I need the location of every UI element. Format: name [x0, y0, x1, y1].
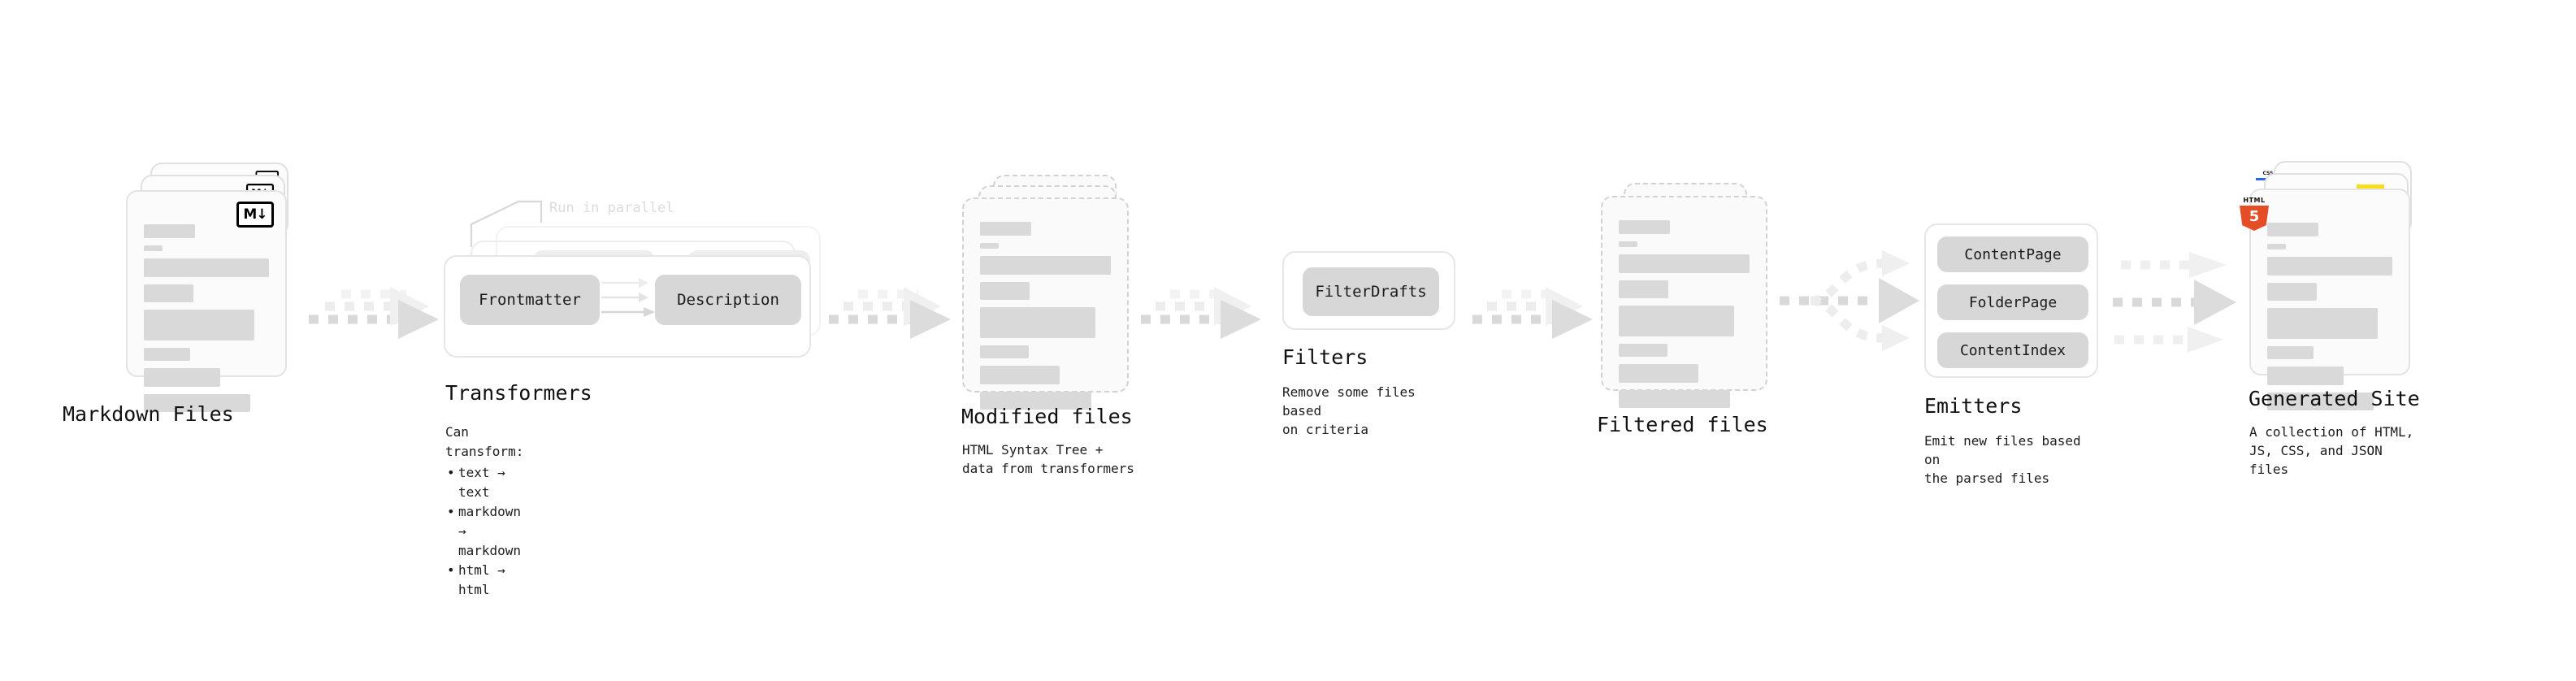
- filter-pill-filterdrafts[interactable]: FilterDrafts: [1303, 267, 1439, 316]
- transformers-bullet: text → text: [458, 463, 523, 502]
- content-bar: [144, 310, 254, 340]
- content-bar: [980, 256, 1111, 275]
- transformers-bullets: text → text markdown → markdown html → h…: [445, 463, 523, 600]
- modified-card-content: [980, 222, 1111, 410]
- markdown-files-title: Markdown Files: [63, 402, 234, 426]
- content-bar: [2267, 244, 2286, 249]
- html5-icon-label: HTML: [2243, 197, 2266, 204]
- filtered-card-front: [1601, 196, 1767, 408]
- html5-icon-shield: 5: [2240, 206, 2269, 231]
- content-bar: [980, 222, 1031, 236]
- filters-subtitle: Remove some files based on criteria: [1282, 384, 1416, 438]
- transformers-bullet: markdown → markdown: [458, 502, 523, 561]
- connector-transformers-to-modified: [829, 287, 951, 339]
- content-bar: [2267, 257, 2392, 275]
- content-bar: [1619, 344, 1667, 357]
- transformer-internal-arrows: [601, 278, 655, 317]
- content-bar: [980, 366, 1060, 384]
- transformers-title: Transformers: [445, 381, 592, 405]
- html5-icon: HTML 5: [2240, 197, 2269, 231]
- content-bar: [980, 243, 999, 249]
- site-card-content: [2267, 223, 2392, 410]
- content-bar: [1619, 280, 1668, 298]
- markdown-card-content: [144, 224, 269, 412]
- generated-site-subtitle: A collection of HTML, JS, CSS, and JSON …: [2249, 424, 2414, 478]
- stage-modified-files: Modified files HTML Syntax Tree + data f…: [961, 175, 1137, 476]
- filtered-card-stack: [1601, 183, 1776, 408]
- content-bar: [144, 284, 193, 302]
- content-bar: [1619, 254, 1750, 273]
- site-card-stack: CSS HTML 5: [2240, 161, 2424, 410]
- emitters-subtitle: Emit new files based on the parsed files: [1924, 433, 2081, 487]
- modified-card-front: [962, 197, 1129, 410]
- filtered-files-title: Filtered files: [1597, 413, 1768, 436]
- emitters-title: Emitters: [1924, 394, 2023, 418]
- content-bar: [144, 348, 190, 361]
- transformers-lead: Can transform:: [445, 424, 524, 459]
- transformers-description: Can transform: text → text markdown → ma…: [445, 423, 523, 600]
- content-bar: [144, 394, 250, 412]
- transformers-bullet: html → html: [458, 561, 523, 600]
- connector-filters-to-filtered: [1472, 287, 1593, 339]
- content-bar: [2267, 346, 2314, 359]
- filtered-card-content: [1619, 220, 1750, 408]
- stage-markdown-files: M↓ M↓ M↓ Markdown Files: [63, 163, 301, 426]
- site-card-front: HTML 5: [2240, 189, 2410, 410]
- emitter-pill-folderpage[interactable]: FolderPage: [1937, 284, 2088, 320]
- connector-markdown-to-transformers: [309, 287, 439, 339]
- content-bar: [144, 258, 269, 277]
- content-bar: [144, 368, 220, 387]
- emitters-frame: ContentPage FolderPage ContentIndex: [1924, 223, 2098, 378]
- content-bar: [2267, 223, 2318, 236]
- content-bar: [1619, 390, 1730, 408]
- markdown-card-front: M↓: [126, 190, 287, 412]
- emitter-pill-contentindex[interactable]: ContentIndex: [1937, 332, 2088, 368]
- connector-emitters-to-site: [2113, 252, 2236, 353]
- markdown-card-stack: M↓ M↓ M↓: [126, 163, 301, 412]
- content-bar: [1619, 241, 1637, 247]
- stage-filtered-files: Filtered files: [1597, 183, 1776, 436]
- run-in-parallel-label: Run in parallel: [549, 200, 674, 216]
- content-bar: [2267, 308, 2378, 339]
- content-bar: [980, 282, 1030, 300]
- transformer-pill-description[interactable]: Description: [655, 275, 801, 325]
- content-bar: [1619, 306, 1734, 336]
- modified-files-subtitle: HTML Syntax Tree + data from transformer…: [962, 442, 1134, 477]
- content-bar: [144, 245, 163, 251]
- content-bar: [980, 345, 1029, 358]
- markdown-icon: M↓: [236, 202, 274, 228]
- stage-generated-site: CSS HTML 5: [2240, 161, 2424, 477]
- stage-filters: FilterDrafts Filters Remove some files b…: [1282, 251, 1455, 437]
- content-bar: [2267, 393, 2374, 410]
- content-bar: [980, 392, 1091, 410]
- content-bar: [1619, 364, 1699, 383]
- connector-filtered-to-emitters: [1780, 250, 1919, 351]
- connector-modified-to-filters: [1141, 287, 1261, 339]
- run-in-parallel-bracket: [470, 200, 543, 247]
- content-bar: [2267, 283, 2317, 301]
- stage-emitters: ContentPage FolderPage ContentIndex Emit…: [1924, 223, 2098, 486]
- emitter-pill-contentpage[interactable]: ContentPage: [1937, 236, 2088, 272]
- modified-files-title: Modified files: [961, 405, 1133, 428]
- generated-site-title: Generated Site: [2249, 387, 2420, 410]
- content-bar: [144, 224, 195, 238]
- modified-card-stack: [962, 175, 1137, 410]
- filters-frame: FilterDrafts: [1282, 251, 1455, 330]
- css3-icon-label: CSS: [2262, 171, 2274, 176]
- content-bar: [980, 307, 1095, 338]
- content-bar: [2267, 367, 2344, 385]
- content-bar: [1619, 220, 1670, 234]
- transformers-frame-front: Frontmatter Description: [444, 255, 811, 358]
- filters-title: Filters: [1282, 345, 1368, 369]
- transformer-pill-frontmatter[interactable]: Frontmatter: [460, 275, 600, 325]
